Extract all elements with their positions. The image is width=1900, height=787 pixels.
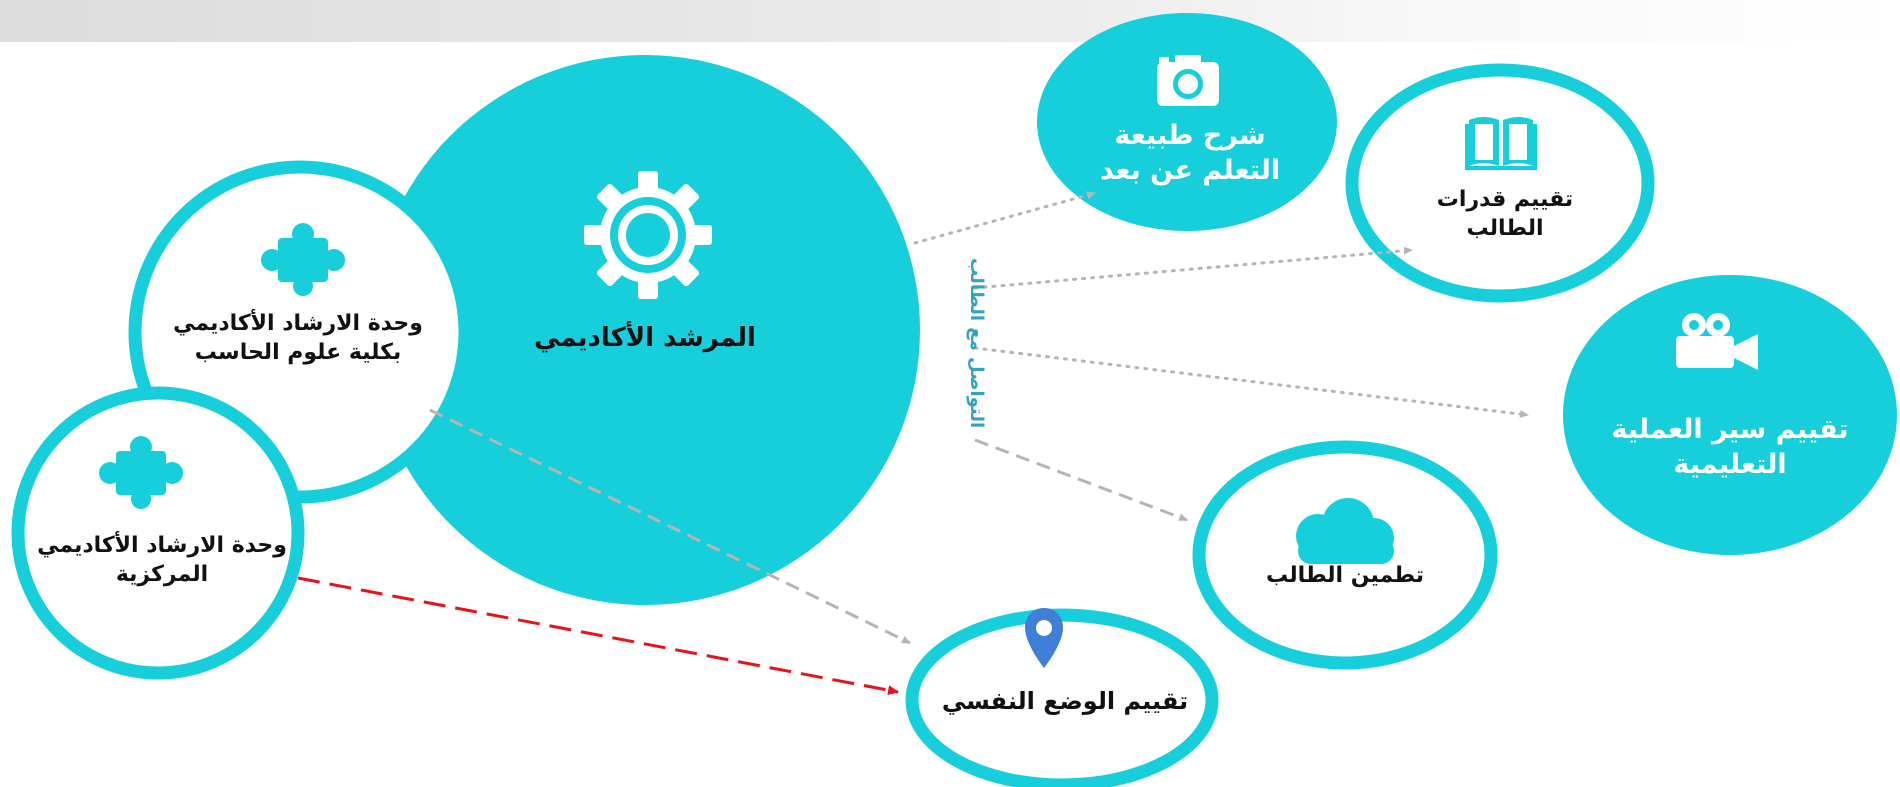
puzzle-icon — [261, 223, 345, 296]
assess-abilities-label: تقييم قدرات الطالب — [1436, 187, 1574, 241]
header-bar — [0, 0, 1900, 42]
video-camera-icon — [1676, 313, 1758, 370]
assess-psych-label: تقييم الوضع النفسي — [941, 687, 1189, 715]
assess-process-label: تقييم سير العملية التعليمية — [1611, 414, 1849, 481]
reassure-student-label: تطمين الطالب — [1266, 563, 1424, 588]
connector-assess-psych — [429, 408, 911, 645]
gear-icon — [584, 171, 712, 299]
college-unit-label: وحدة الارشاد الأكاديمي بكلية علوم الحاسب — [173, 311, 423, 365]
map-pin-icon — [1025, 608, 1063, 668]
connector-central-to-psych — [297, 576, 899, 696]
connector-assess-abilities — [973, 246, 1414, 290]
central-unit-label: وحدة الارشاد الأكاديمي المركزية — [37, 533, 287, 587]
assess-process-circle — [1563, 275, 1897, 555]
connector-reassure-student — [974, 438, 1188, 522]
book-icon — [1465, 117, 1537, 170]
main-circle — [370, 55, 920, 605]
connector-explain-learning — [913, 191, 1097, 245]
main-label: المرشد الأكاديمي — [534, 323, 756, 353]
assess-psych-circle — [905, 608, 1219, 787]
assess-abilities-circle — [1345, 63, 1655, 303]
cloud-icon — [1296, 498, 1394, 564]
explain-learning-circle — [1037, 13, 1337, 231]
connector-label: التواصل مع الطالب — [966, 258, 987, 429]
central-unit-circle — [11, 386, 305, 680]
explain-learning-label: شرح طبيعة التعلم عن بعد — [1099, 120, 1281, 187]
camera-icon — [1157, 55, 1219, 106]
connector-assess-process — [973, 346, 1530, 419]
puzzle-icon — [99, 436, 183, 509]
